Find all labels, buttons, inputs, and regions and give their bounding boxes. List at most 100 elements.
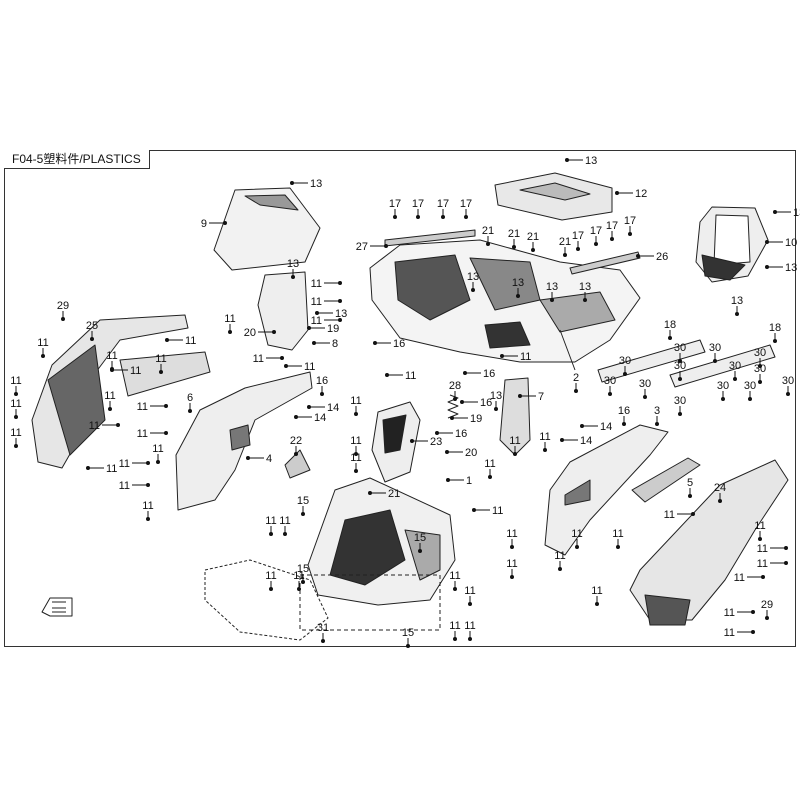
callout-11: 11 — [472, 505, 503, 517]
callout-11: 11 — [500, 351, 531, 363]
callout-label: 11 — [757, 543, 768, 555]
callout-13: 13 — [315, 308, 347, 320]
callout-11: 11 — [449, 570, 461, 591]
callout-label: 21 — [388, 488, 400, 500]
callout-label: 26 — [656, 251, 668, 263]
callout-19: 19 — [307, 323, 339, 335]
callout-11: 11 — [449, 620, 461, 641]
callout-label: 14 — [327, 402, 339, 414]
callout-13: 13 — [773, 207, 800, 219]
callout-26: 26 — [636, 251, 668, 263]
callout-label: 30 — [674, 395, 686, 407]
callout-11: 11 — [757, 543, 788, 555]
callout-label: 11 — [185, 335, 196, 347]
callout-17: 17 — [624, 215, 636, 236]
callout-label: 11 — [142, 500, 153, 512]
callout-label: 30 — [744, 380, 756, 392]
callout-30: 30 — [604, 375, 616, 396]
callout-label: 21 — [482, 225, 494, 237]
callout-16: 16 — [618, 405, 630, 426]
callout-label: 11 — [539, 431, 550, 443]
callout-30: 30 — [754, 347, 766, 368]
callout-20: 20 — [445, 447, 477, 459]
callout-label: 11 — [137, 401, 148, 413]
callout-6: 6 — [187, 392, 193, 413]
part-8-bracket — [257, 271, 309, 351]
callout-11: 11 — [509, 435, 521, 456]
callout-23: 23 — [410, 436, 442, 448]
callout-11: 11 — [311, 315, 342, 327]
callout-label: 30 — [709, 342, 721, 354]
callout-11: 11 — [165, 335, 196, 347]
callout-label: 11 — [350, 395, 361, 407]
callout-21: 21 — [559, 236, 571, 257]
callout-14: 14 — [560, 435, 592, 447]
callout-label: 11 — [152, 443, 163, 455]
callout-11: 11 — [106, 350, 118, 371]
callout-11: 11 — [350, 435, 362, 456]
callout-13: 13 — [579, 281, 591, 302]
callout-13: 13 — [765, 262, 797, 274]
callout-11: 11 — [119, 480, 150, 492]
callout-21: 21 — [482, 225, 494, 246]
callout-label: 2 — [573, 372, 579, 384]
diagram-title: F04-5塑料件/PLASTICS — [4, 150, 150, 169]
callout-1: 1 — [446, 475, 472, 487]
callout-11: 11 — [385, 370, 416, 382]
callout-15: 15 — [414, 532, 426, 553]
callout-label: 13 — [793, 207, 800, 219]
callout-label: 11 — [464, 620, 475, 632]
callout-14: 14 — [294, 412, 326, 424]
callout-label: 29 — [57, 300, 69, 312]
part-3-side-panel — [544, 424, 669, 556]
callout-30: 30 — [639, 378, 651, 399]
callout-11: 11 — [224, 313, 236, 334]
callout-label: 5 — [687, 477, 693, 489]
callout-label: 15 — [402, 627, 414, 639]
callout-label: 21 — [559, 236, 571, 248]
front-arrow-icon — [41, 597, 73, 617]
callout-label: 11 — [253, 353, 264, 365]
part-10-cover — [695, 206, 769, 283]
callout-11: 11 — [757, 558, 788, 570]
callout-label: 22 — [290, 435, 302, 447]
callout-label: 10 — [785, 237, 797, 249]
callout-11: 11 — [265, 570, 277, 591]
part-4-side-panel — [175, 371, 313, 511]
callout-label: 13 — [731, 295, 743, 307]
callout-16: 16 — [435, 428, 467, 440]
callout-label: 14 — [580, 435, 592, 447]
callout-11: 11 — [86, 463, 117, 475]
callout-label: 13 — [785, 262, 797, 274]
callout-label: 11 — [265, 570, 276, 582]
callout-19: 19 — [450, 413, 482, 425]
callout-label: 11 — [506, 528, 517, 540]
callout-label: 11 — [571, 528, 582, 540]
callout-30: 30 — [709, 342, 721, 363]
part-25-fender — [31, 314, 189, 469]
callout-label: 30 — [674, 360, 686, 372]
callout-11: 11 — [137, 428, 168, 440]
callout-11: 11 — [506, 528, 518, 549]
callout-16: 16 — [316, 375, 328, 396]
callout-label: 13 — [490, 390, 502, 402]
callout-11: 11 — [10, 427, 22, 448]
callout-11: 11 — [265, 515, 277, 536]
callout-label: 11 — [130, 365, 141, 377]
part-31-mat — [204, 559, 329, 641]
callout-label: 11 — [106, 350, 117, 362]
callout-label: 11 — [224, 313, 235, 325]
callout-label: 16 — [455, 428, 467, 440]
callout-label: 13 — [310, 178, 322, 190]
callout-label: 11 — [37, 337, 48, 349]
callout-17: 17 — [606, 220, 618, 241]
part-18-footrest — [669, 344, 776, 388]
callout-label: 30 — [674, 342, 686, 354]
callout-14: 14 — [580, 421, 612, 433]
callout-label: 16 — [316, 375, 328, 387]
callout-label: 11 — [10, 375, 21, 387]
callout-13: 13 — [546, 281, 558, 302]
callout-label: 27 — [356, 241, 368, 253]
callout-label: 11 — [464, 585, 475, 597]
callout-label: 13 — [287, 258, 299, 270]
